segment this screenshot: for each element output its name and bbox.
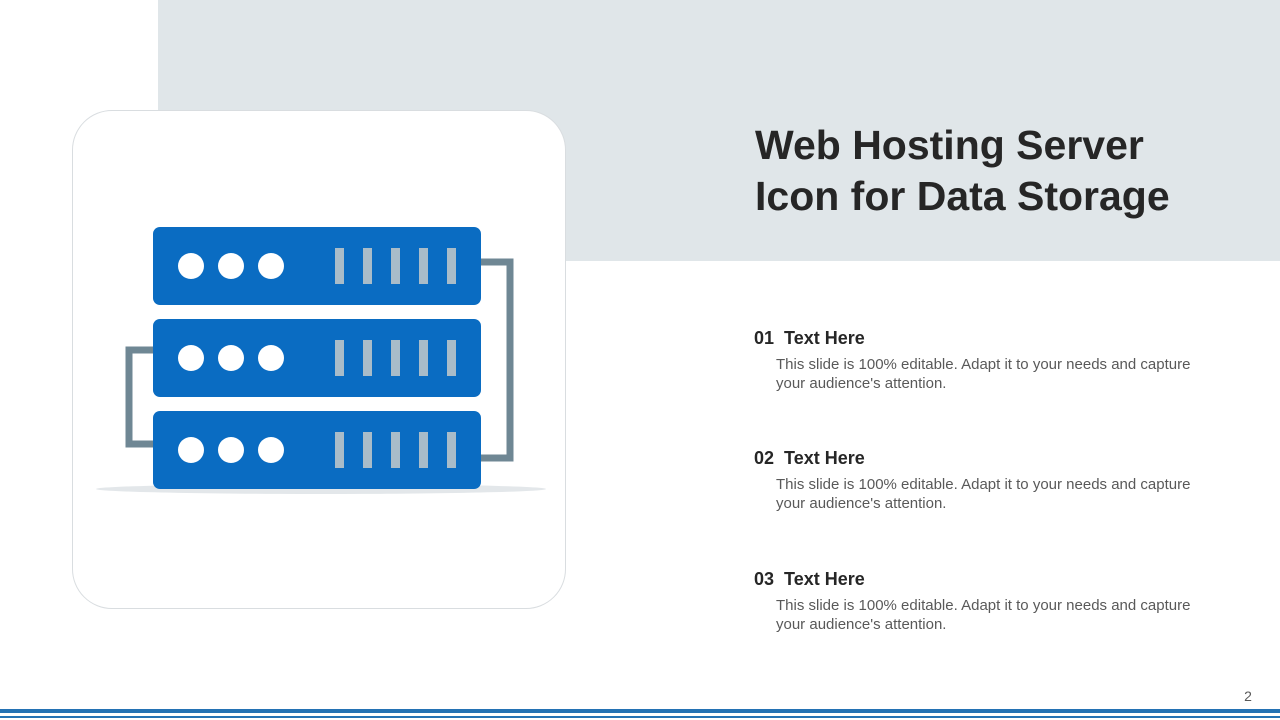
footer-line: [0, 709, 1280, 713]
status-light: [178, 437, 204, 463]
server-rack-1: [153, 227, 481, 305]
status-light: [178, 253, 204, 279]
vent-slot: [419, 432, 428, 468]
item-description: This slide is 100% editable. Adapt it to…: [776, 597, 1191, 633]
left-connector: [125, 346, 153, 448]
status-light: [258, 437, 284, 463]
vent-slot: [363, 340, 372, 376]
vent-slot: [335, 340, 344, 376]
status-light: [218, 345, 244, 371]
item-description: This slide is 100% editable. Adapt it to…: [776, 476, 1191, 512]
vent-slot: [447, 432, 456, 468]
item-description: This slide is 100% editable. Adapt it to…: [776, 356, 1191, 392]
status-light: [218, 437, 244, 463]
vent-slot: [391, 432, 400, 468]
item-heading: 01 Text Here: [754, 327, 1224, 349]
item-title: Text Here: [784, 328, 865, 348]
server-rack-3: [153, 411, 481, 489]
page-number: 2: [1244, 688, 1252, 704]
item-number: 03: [754, 569, 775, 589]
status-light: [218, 253, 244, 279]
vent-slot: [335, 248, 344, 284]
status-light: [258, 253, 284, 279]
vent-slot: [391, 248, 400, 284]
vent-slot: [391, 340, 400, 376]
vent-slot: [447, 340, 456, 376]
icon-card: [72, 110, 566, 609]
status-light: [178, 345, 204, 371]
vent-slot: [419, 248, 428, 284]
vent-slot: [419, 340, 428, 376]
item-heading: 02 Text Here: [754, 447, 1224, 469]
text-item-2: 02 Text Here This slide is 100% editable.…: [754, 447, 1224, 513]
vent-slot: [335, 432, 344, 468]
item-number: 02: [754, 448, 775, 468]
text-item-3: 03 Text Here This slide is 100% editable.…: [754, 568, 1224, 634]
vent-slot: [363, 432, 372, 468]
text-item-1: 01 Text Here This slide is 100% editable.…: [754, 327, 1224, 393]
item-title: Text Here: [784, 448, 865, 468]
server-rack-2: [153, 319, 481, 397]
slide-title: Web Hosting Server Icon for Data Storage: [755, 122, 1170, 219]
status-light: [258, 345, 284, 371]
item-number: 01: [754, 328, 775, 348]
right-connector: [481, 258, 514, 462]
server-stack-icon: [96, 227, 546, 494]
item-heading: 03 Text Here: [754, 568, 1224, 590]
vent-slot: [363, 248, 372, 284]
item-title: Text Here: [784, 569, 865, 589]
footer-line-thin: [0, 716, 1280, 718]
vent-slot: [447, 248, 456, 284]
